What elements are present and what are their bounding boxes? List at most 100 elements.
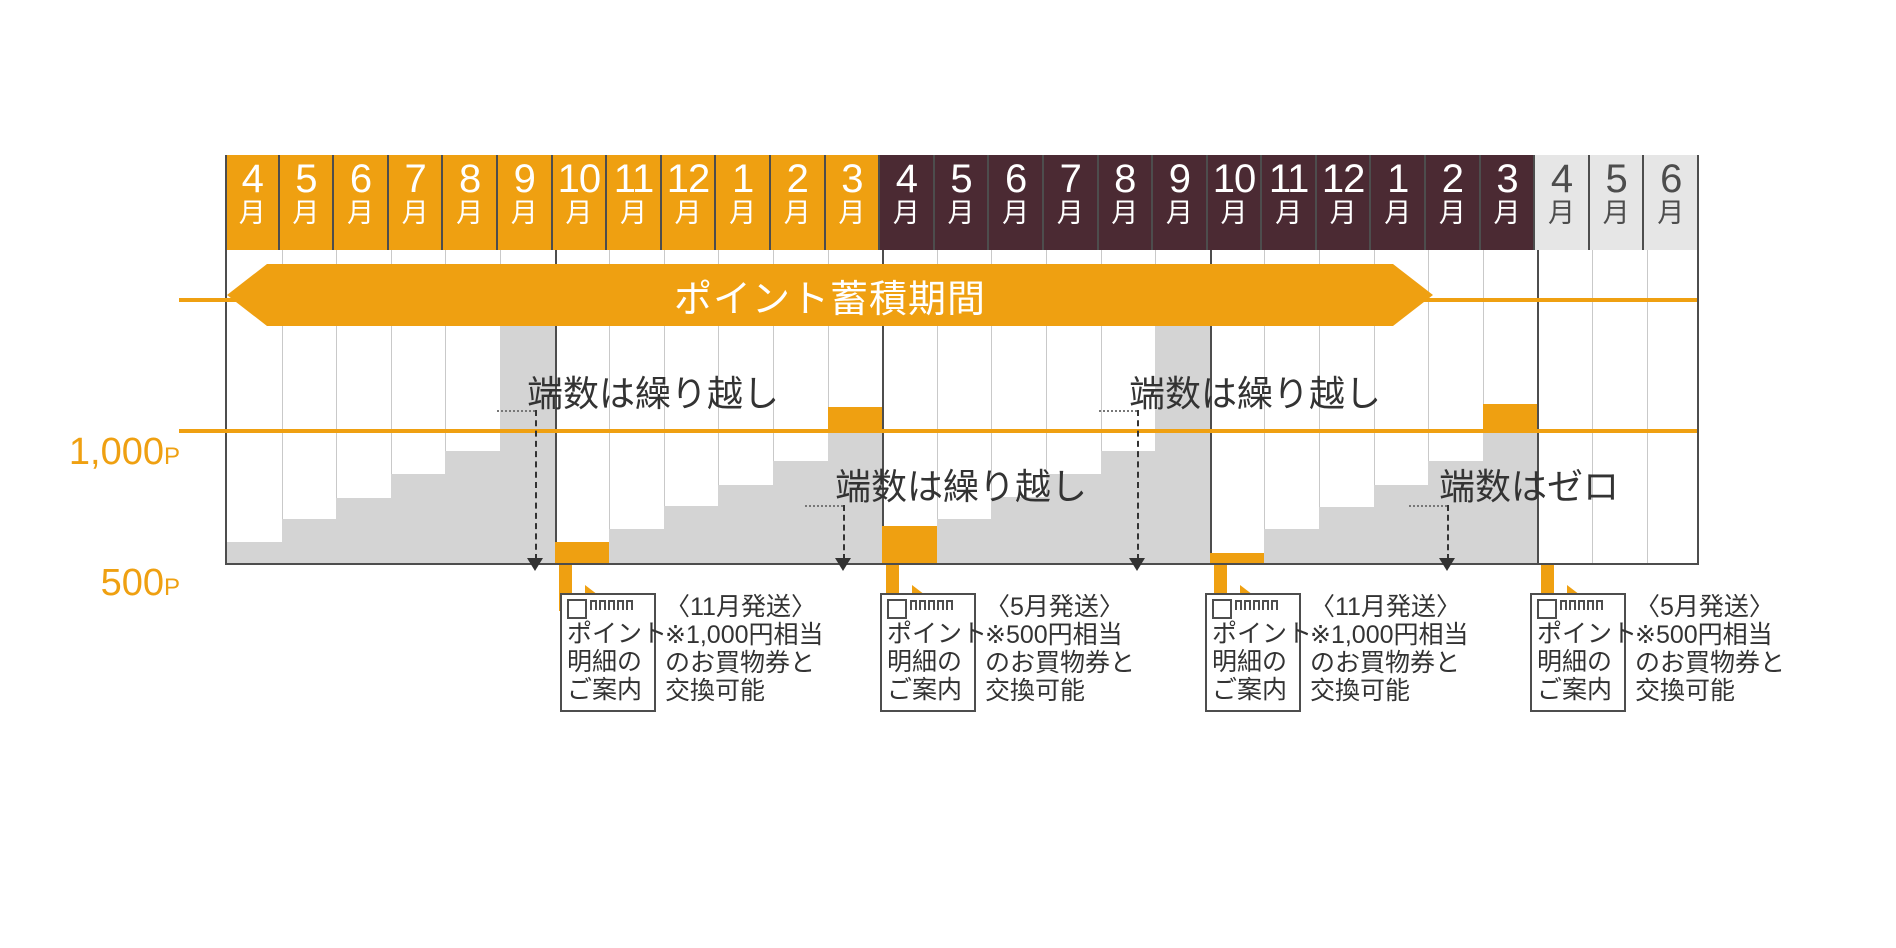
bar-20	[1264, 529, 1319, 563]
callout-box-1[interactable]: ポイント明細のご案内	[560, 593, 668, 712]
barcode-lines-icon	[910, 600, 953, 610]
plot-area: ポイント蓄積期間 端数は繰り越し 端数は繰り越し 端数は繰り越し 端数はゼロ	[179, 250, 1700, 571]
month-number: 5	[295, 157, 317, 201]
callout-box-line: ポイント	[567, 620, 668, 648]
callout-box-2[interactable]: ポイント明細のご案内	[880, 593, 987, 712]
band-body	[267, 264, 1393, 326]
bar-segment-gray	[390, 474, 446, 563]
month-kanji: 月	[1329, 198, 1357, 228]
month-kanji: 月	[1438, 198, 1466, 228]
gridline-1	[281, 250, 283, 563]
bar-segment-gray	[663, 505, 719, 563]
carry-note-2-arrowhead	[835, 558, 851, 571]
month-number: 4	[1550, 157, 1573, 201]
callout-box-line: ポイント	[1212, 620, 1313, 648]
month-kanji: 月	[1220, 198, 1248, 228]
gridline-8	[663, 250, 665, 563]
callout-3: ポイント明細のご案内〈11月発送〉※1,000円相当のお買物券と交換可能	[1205, 593, 1469, 712]
gridline-22	[1428, 250, 1430, 563]
gridline-7	[609, 250, 611, 563]
bar-13	[882, 526, 937, 563]
month-number: 5	[1605, 157, 1628, 201]
callout-box-3[interactable]: ポイント明細のご案内	[1205, 593, 1313, 712]
zero-note-leader	[1409, 505, 1447, 507]
month-kanji: 月	[346, 198, 374, 228]
zero-note-dash	[1447, 505, 1449, 560]
gridline-18	[1209, 250, 1212, 563]
carry-note-2-leader	[805, 505, 843, 507]
month-number: 3	[841, 157, 863, 201]
gridline-14	[991, 250, 993, 563]
callout-text-line: ※1,000円相当	[665, 621, 824, 649]
month-kanji: 月	[1493, 198, 1521, 228]
bar-segment-orange	[827, 406, 883, 433]
carry-note-3-dash	[1137, 410, 1139, 560]
gridline-10	[773, 250, 774, 563]
callout-box-4[interactable]: ポイント明細のご案内	[1530, 593, 1637, 712]
zero-note-arrowhead	[1439, 558, 1455, 571]
month-number: 6	[1660, 157, 1682, 201]
carry-note-3: 端数は繰り越し	[1129, 373, 1382, 414]
band-arrow-right	[1393, 264, 1433, 326]
y-axis-unit-1000: P	[163, 443, 180, 471]
bar-segment-gray	[1100, 450, 1156, 563]
bar-segment-gray	[936, 518, 992, 563]
callout-text-line: 〈5月発送〉	[985, 593, 1124, 621]
bar-segment-gray	[827, 432, 883, 563]
band-arrow-left	[227, 264, 267, 326]
bar-segment-gray	[1482, 432, 1538, 563]
month-kanji: 月	[565, 198, 593, 228]
bar-segment-gray	[773, 461, 828, 563]
checkbox-square-icon	[887, 599, 907, 619]
bar-1	[227, 542, 282, 563]
bar-16	[1046, 474, 1101, 563]
gridline-4	[445, 250, 447, 563]
callout-box-line: 明細の	[1212, 648, 1288, 676]
month-number: 4	[241, 157, 264, 201]
bar-segment-orange	[554, 542, 610, 563]
month-kanji: 月	[619, 198, 647, 228]
month-number: 7	[1059, 157, 1082, 201]
callout-text-line: のお買物券と	[1635, 649, 1786, 677]
month-number: 9	[513, 157, 536, 201]
carry-note-1: 端数は繰り越し	[527, 373, 780, 414]
bar-23	[1428, 461, 1483, 563]
month-kanji: 月	[238, 198, 266, 228]
callout-text-line: 交換可能	[985, 677, 1086, 705]
bar-5	[445, 450, 500, 563]
month-number: 12	[666, 157, 710, 201]
month-kanji: 月	[1548, 198, 1576, 228]
callout-text-1: 〈11月発送〉※1,000円相当のお買物券と交換可能	[665, 593, 824, 705]
month-kanji: 月	[674, 198, 702, 228]
month-kanji: 月	[838, 198, 866, 228]
month-number: 11	[613, 157, 655, 201]
bar-segment-gray	[227, 542, 282, 563]
bar-segment-orange	[1209, 552, 1265, 563]
bar-11	[773, 461, 828, 563]
carry-note-1-leader	[497, 410, 535, 412]
threshold-line-500	[179, 428, 1698, 433]
bar-10	[718, 484, 773, 563]
month-number: 5	[950, 157, 972, 201]
carry-note-2: 端数は繰り越し	[835, 466, 1088, 507]
callout-text-line: ※1,000円相当	[1310, 621, 1469, 649]
bar-segment-gray	[1264, 529, 1319, 563]
month-kanji: 月	[729, 198, 757, 228]
gridline-26	[1646, 250, 1648, 563]
month-kanji: 月	[292, 198, 320, 228]
gridline-20	[1319, 250, 1320, 563]
month-number: 2	[1441, 157, 1464, 201]
accumulation-period-band: ポイント蓄積期間	[227, 264, 1433, 326]
